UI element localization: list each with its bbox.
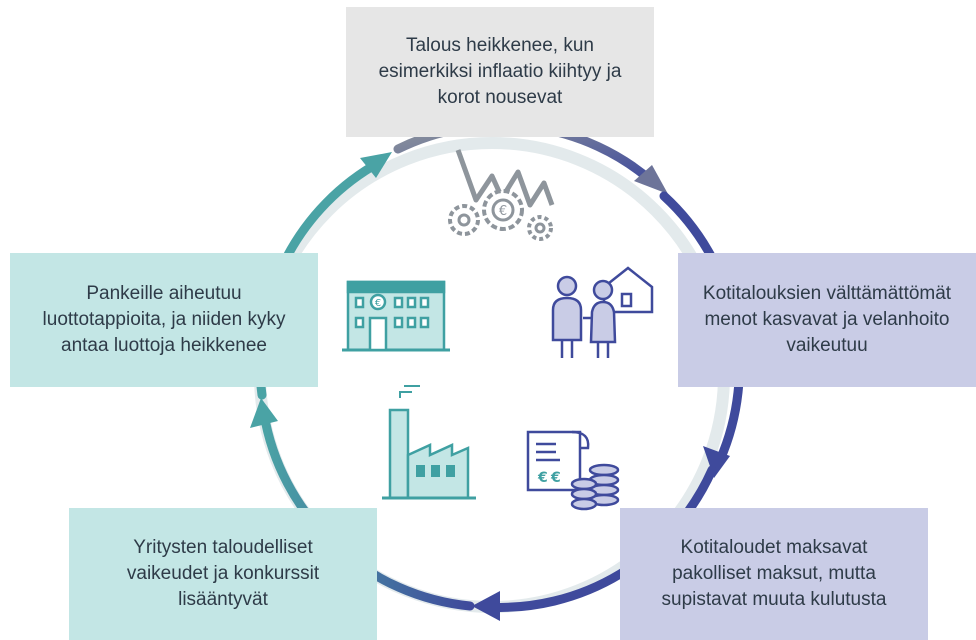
arrow-head-right [703,446,730,478]
arrow-head-up [360,152,392,178]
bill-and-coins-icon: € € [526,430,620,511]
bill-euro-sign-1: € [537,470,548,486]
step-household-costs: Kotitalouksien välttämättömät menot kasv… [678,253,976,387]
bill-euro-sign-2: € [550,470,561,486]
bank-building-euro-icon: € [342,280,450,352]
gear-euro-sign: € [499,204,507,219]
arrow-head-top [634,165,668,194]
step-bank-losses: Pankeille aiheutuu luottotappioita, ja n… [10,253,318,387]
step-household-costs-text: Kotitalouksien välttämättömät menot kasv… [702,283,952,356]
elderly-couple-house-icon [551,266,654,358]
falling-chart-gears-euro-icon: € [448,149,555,241]
factory-icon [382,385,476,500]
step-business-difficulties-text: Yritysten taloudelliset vaikeudet ja kon… [126,537,320,610]
step-household-spending: Kotitaloudet maksavat pakolliset maksut,… [620,508,928,640]
step-business-difficulties: Yritysten taloudelliset vaikeudet ja kon… [69,508,377,640]
bank-euro-sign: € [375,298,381,309]
arrow-head-bottom [472,591,500,621]
step-economy-weakens-text: Talous heikkenee, kun esimerkiksi inflaa… [378,35,622,108]
arrow-head-left [250,398,278,428]
step-household-spending-text: Kotitaloudet maksavat pakolliset maksut,… [661,537,887,610]
step-economy-weakens: Talous heikkenee, kun esimerkiksi inflaa… [346,7,654,137]
step-bank-losses-text: Pankeille aiheutuu luottotappioita, ja n… [42,283,286,356]
